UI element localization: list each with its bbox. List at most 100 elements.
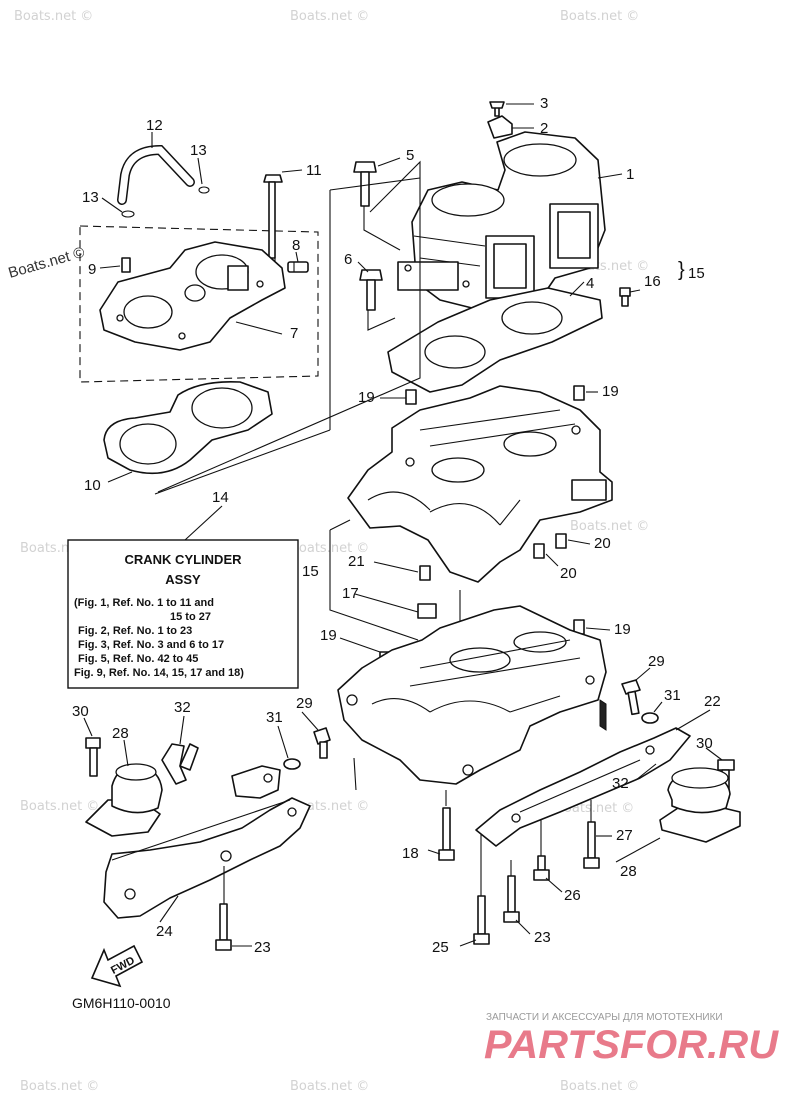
callout-label: 8 xyxy=(292,237,300,254)
bolt-18 xyxy=(438,807,455,861)
hose-clip xyxy=(198,186,210,194)
callout-label: 28 xyxy=(112,725,129,742)
watermark-dark: Boats.net © xyxy=(6,244,86,282)
engine-mount-bracket-left xyxy=(103,765,311,951)
callout-label: 2 xyxy=(540,120,548,137)
callout-label: 30 xyxy=(696,735,713,752)
watermark: Boats.net © xyxy=(560,9,639,24)
callout-label: 27 xyxy=(616,827,633,844)
info-box-line: 15 to 27 xyxy=(170,611,211,623)
watermark: Boats.net © xyxy=(20,799,99,814)
dowel-pin xyxy=(405,389,417,405)
bolt xyxy=(353,161,377,207)
callout-label: 20 xyxy=(560,565,577,582)
label-leaders xyxy=(83,103,723,947)
callout-label: 15 xyxy=(688,265,705,282)
callout-labels: 3 2 1 5 6 4 16 } 15 11 12 13 13 9 8 7 10… xyxy=(72,95,721,956)
info-box-line: (Fig. 1, Ref. No. 1 to 11 and xyxy=(74,597,214,609)
exhaust-cover-group xyxy=(79,144,319,475)
callout-label: 23 xyxy=(534,929,551,946)
callout-label: 32 xyxy=(612,775,629,792)
dowel-pin xyxy=(533,543,545,559)
diagram-code: GM6H110-0010 xyxy=(72,995,171,1011)
callout-label: 9 xyxy=(88,261,96,278)
callout-label: 13 xyxy=(82,189,99,206)
callout-label: 29 xyxy=(648,653,665,670)
dowel-pin xyxy=(121,257,131,273)
info-box-line: Fig. 2, Ref. No. 1 to 23 xyxy=(78,625,192,637)
bolt xyxy=(313,727,331,759)
dowel-pin xyxy=(573,385,585,401)
info-box-line: Fig. 5, Ref. No. 42 to 45 xyxy=(78,653,198,665)
callout-label: 26 xyxy=(564,887,581,904)
callout-label: 19 xyxy=(614,621,631,638)
watermark: Boats.net © xyxy=(290,1079,369,1094)
collar xyxy=(417,603,437,619)
callout-label: 20 xyxy=(594,535,611,552)
callout-label: 15 xyxy=(302,563,319,580)
callout-label: 5 xyxy=(406,147,414,164)
info-box-line: Fig. 3, Ref. No. 3 and 6 to 17 xyxy=(78,639,224,651)
callout-label: 31 xyxy=(266,709,283,726)
callout-label: 18 xyxy=(402,845,419,862)
callout-label: 19 xyxy=(602,383,619,400)
callout-label: 23 xyxy=(254,939,271,956)
callout-label: 21 xyxy=(348,553,365,570)
callout-label: 14 xyxy=(212,489,229,506)
info-box: CRANK CYLINDER ASSY (Fig. 1, Ref. No. 1 … xyxy=(67,539,299,689)
watermark: Boats.net © xyxy=(14,9,93,24)
callout-label: 32 xyxy=(174,699,191,716)
callout-label: 25 xyxy=(432,939,449,956)
dowel-pin xyxy=(419,565,431,581)
logo-tagline: ЗАПЧАСТИ И АКСЕССУАРЫ ДЛЯ МОТОТЕХНИКИ xyxy=(486,1012,723,1023)
washer xyxy=(283,758,301,770)
dowels xyxy=(379,385,585,667)
rubber-mount-left xyxy=(85,727,331,837)
bolt xyxy=(85,737,101,777)
info-box-subtitle: ASSY xyxy=(165,572,201,587)
hose-clip xyxy=(121,210,135,218)
callout-label: 19 xyxy=(358,389,375,406)
callout-label: 29 xyxy=(296,695,313,712)
callout-label: 30 xyxy=(72,703,89,720)
callout-label: 16 xyxy=(644,273,661,290)
callout-label: 22 xyxy=(704,693,721,710)
callout-label: 28 xyxy=(620,863,637,880)
screw xyxy=(489,101,505,117)
callout-label: 24 xyxy=(156,923,173,940)
callout-label: 13 xyxy=(190,142,207,159)
upper-crankcase xyxy=(347,385,613,583)
callout-label: 7 xyxy=(290,325,298,342)
callout-label: 12 xyxy=(146,117,163,134)
bolt-25 xyxy=(473,895,490,945)
bolt-23 xyxy=(215,903,232,951)
callout-label: 19 xyxy=(320,627,337,644)
dowel-pin xyxy=(555,533,567,549)
plug xyxy=(287,261,309,273)
watermark: Boats.net © xyxy=(290,9,369,24)
cylinder-gasket xyxy=(387,287,603,393)
lower-crankcase xyxy=(337,605,607,785)
callout-label: 17 xyxy=(342,585,359,602)
bolt-26 xyxy=(533,855,550,881)
logo-brand: PARTSFOR.RU xyxy=(484,1023,779,1067)
cylinder-block xyxy=(353,101,631,311)
group-dashed-frame xyxy=(79,225,319,383)
bolt xyxy=(263,174,283,259)
partsfor-logo: ЗАПЧАСТИ И АКСЕССУАРЫ ДЛЯ МОТОТЕХНИКИ PA… xyxy=(484,1012,779,1067)
callout-label: 10 xyxy=(84,477,101,494)
callout-label: 31 xyxy=(664,687,681,704)
bracket-symbol: } xyxy=(678,259,685,281)
callout-label: 11 xyxy=(306,162,322,179)
bracket xyxy=(179,743,199,771)
rubber-mount-right xyxy=(659,767,741,843)
watermark: Boats.net © xyxy=(570,519,649,534)
watermark: Boats.net © xyxy=(20,1079,99,1094)
bolt xyxy=(619,287,631,307)
watermark: Boats.net © xyxy=(290,799,369,814)
bolt xyxy=(621,679,641,716)
bolt-23 xyxy=(503,875,520,923)
info-box-title: CRANK CYLINDER xyxy=(125,552,243,567)
bolt xyxy=(359,269,383,311)
